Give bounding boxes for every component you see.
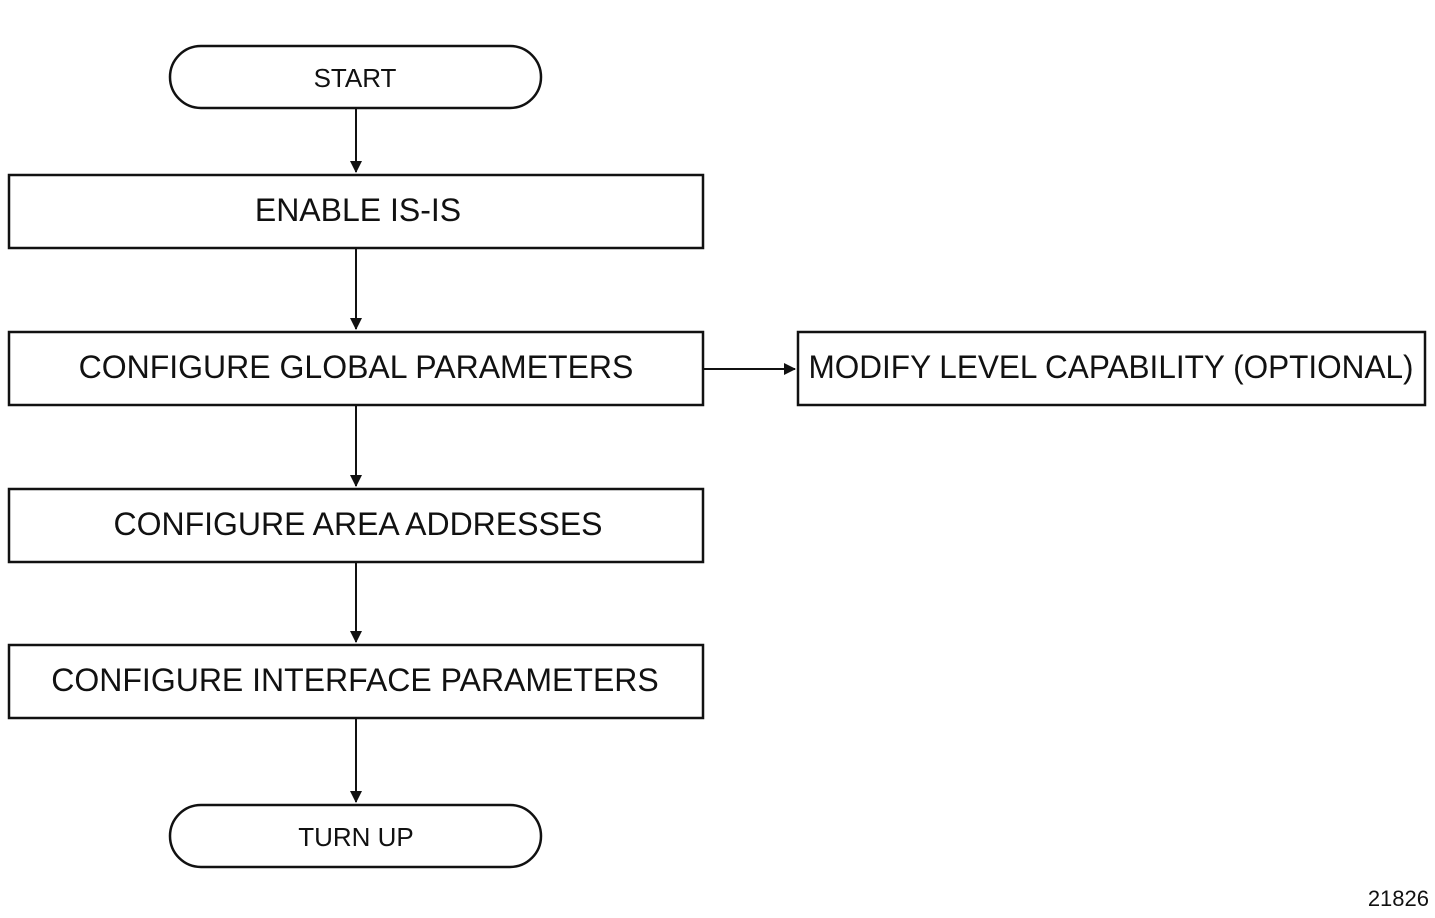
interface-parameters-node: CONFIGURE INTERFACE PARAMETERS: [7, 643, 705, 720]
start-terminal-shape: [168, 44, 543, 110]
area-addresses-box: [7, 487, 705, 564]
area-addresses-node: CONFIGURE AREA ADDRESSES: [7, 487, 705, 564]
turnup-label: TURN UP: [298, 822, 414, 852]
enable-isis-node: ENABLE IS-IS: [7, 173, 705, 250]
interface-parameters-box: [7, 643, 705, 720]
turnup-node: TURN UP: [168, 803, 543, 869]
global-parameters-node: CONFIGURE GLOBAL PARAMETERS: [7, 330, 705, 407]
area-addresses-label: CONFIGURE AREA ADDRESSES: [113, 506, 602, 542]
start-node: START: [168, 44, 543, 110]
global-parameters-label: CONFIGURE GLOBAL PARAMETERS: [79, 349, 634, 385]
enable-isis-label: ENABLE IS-IS: [255, 192, 461, 228]
enable-isis-box: [7, 173, 705, 250]
start-label: START: [314, 63, 397, 93]
interface-parameters-label: CONFIGURE INTERFACE PARAMETERS: [51, 662, 658, 698]
level-capability-label: MODIFY LEVEL CAPABILITY (OPTIONAL): [809, 349, 1414, 385]
figure-id: 21826: [1367, 886, 1429, 911]
level-capability-node: MODIFY LEVEL CAPABILITY (OPTIONAL): [796, 330, 1427, 407]
level-capability-box: [796, 330, 1427, 407]
turnup-terminal-shape: [168, 803, 543, 869]
global-parameters-box: [7, 330, 705, 407]
